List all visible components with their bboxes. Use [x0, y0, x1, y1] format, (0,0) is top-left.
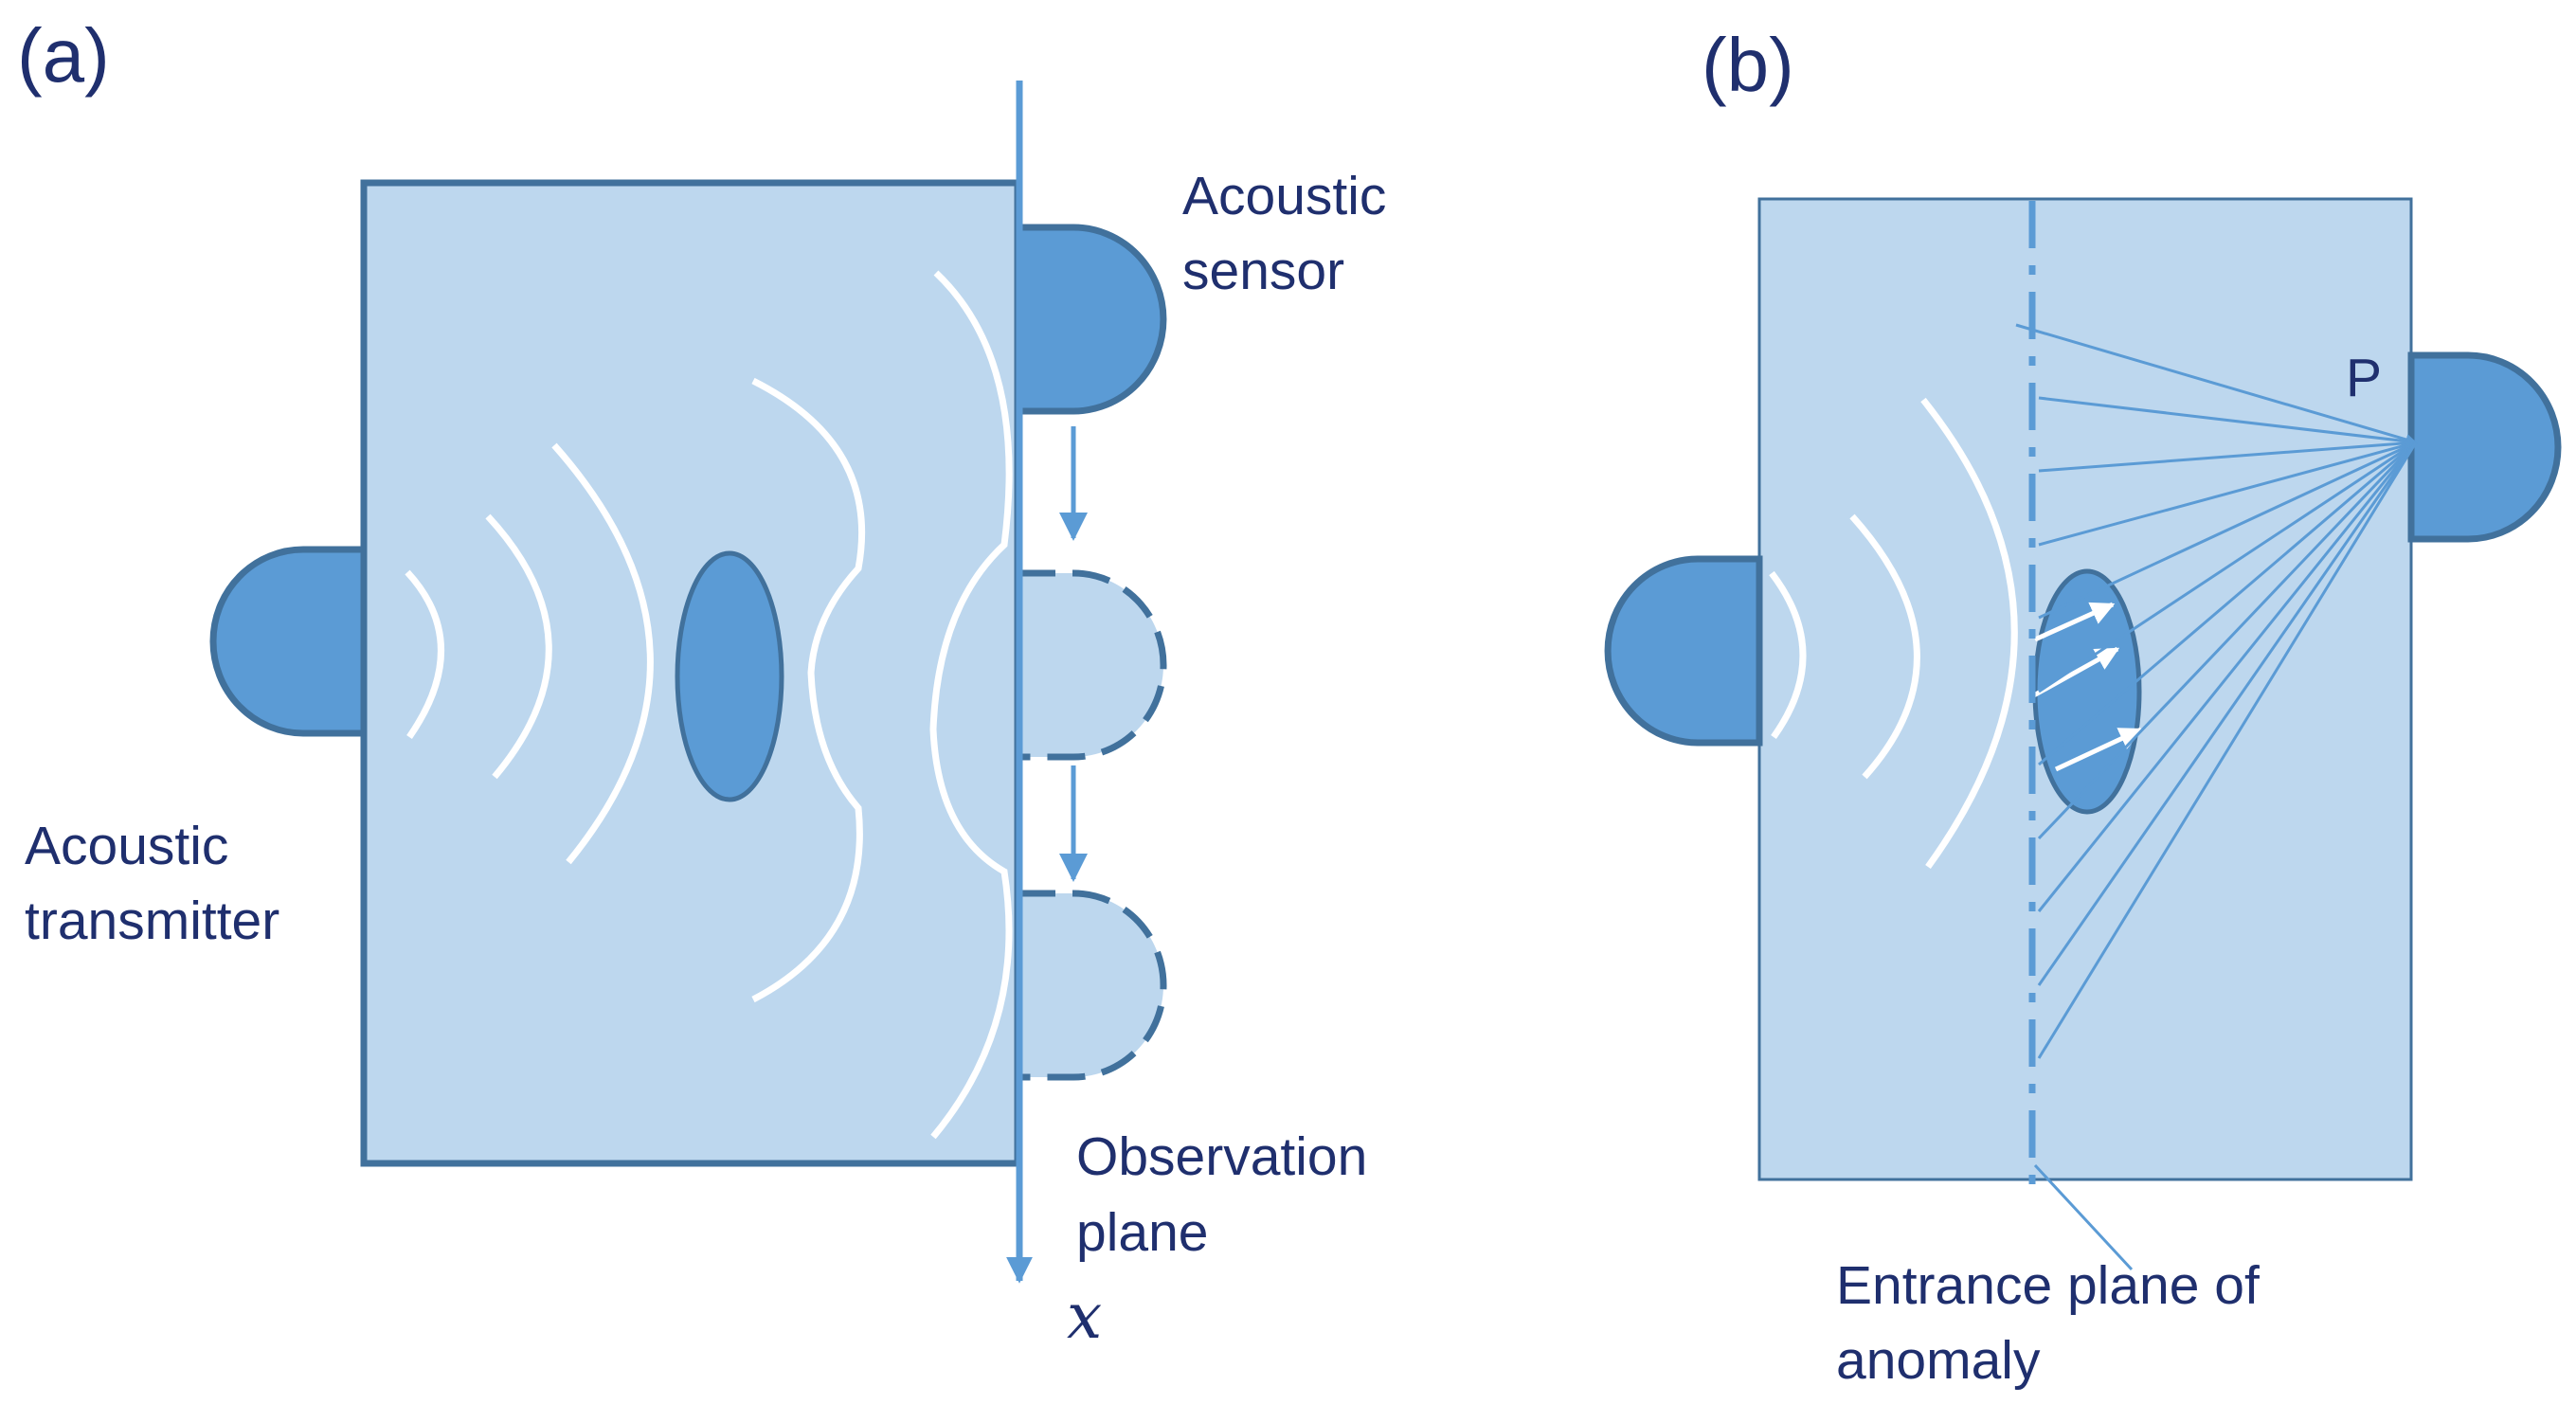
ray-fan [2015, 323, 2418, 1059]
acoustic-sensor-b [2407, 351, 2562, 543]
sensor-position-3 [1014, 890, 1167, 1081]
anomaly-scatter-arrows [2030, 602, 2144, 772]
sensor-label-line1: Acoustic [1182, 166, 1386, 226]
observation-plane-label-line2: plane [1076, 1202, 1208, 1263]
acoustic-sensor [1014, 224, 1167, 415]
acoustic-transmitter [209, 546, 368, 737]
sensor-position-2 [1014, 569, 1167, 761]
observation-plane-label-line1: Observation [1076, 1126, 1367, 1187]
transmitter-label-line2: transmitter [25, 891, 279, 951]
anomaly-a [675, 550, 784, 802]
panel-a: (a) Acoustic sensor Acoustic transmitte [17, 13, 1386, 1353]
point-p-label: P [2346, 348, 2382, 408]
panel-b: (b) [1604, 23, 2562, 1391]
sensor-label-line2: sensor [1182, 241, 1344, 301]
wavefronts-a [405, 270, 1013, 1140]
panel-b-label: (b) [1702, 23, 1794, 107]
acoustic-transmitter-b [1604, 555, 1763, 747]
transmitter-label-line1: Acoustic [25, 816, 228, 876]
entrance-label-line1: Entrance plane of [1836, 1255, 2260, 1316]
panel-a-label: (a) [17, 13, 110, 98]
axis-x-label: x [1067, 1280, 1102, 1353]
entrance-leader-line [2033, 1163, 2134, 1271]
entrance-label-line2: anomaly [1836, 1330, 2041, 1391]
wavefronts-b [1769, 397, 2018, 870]
